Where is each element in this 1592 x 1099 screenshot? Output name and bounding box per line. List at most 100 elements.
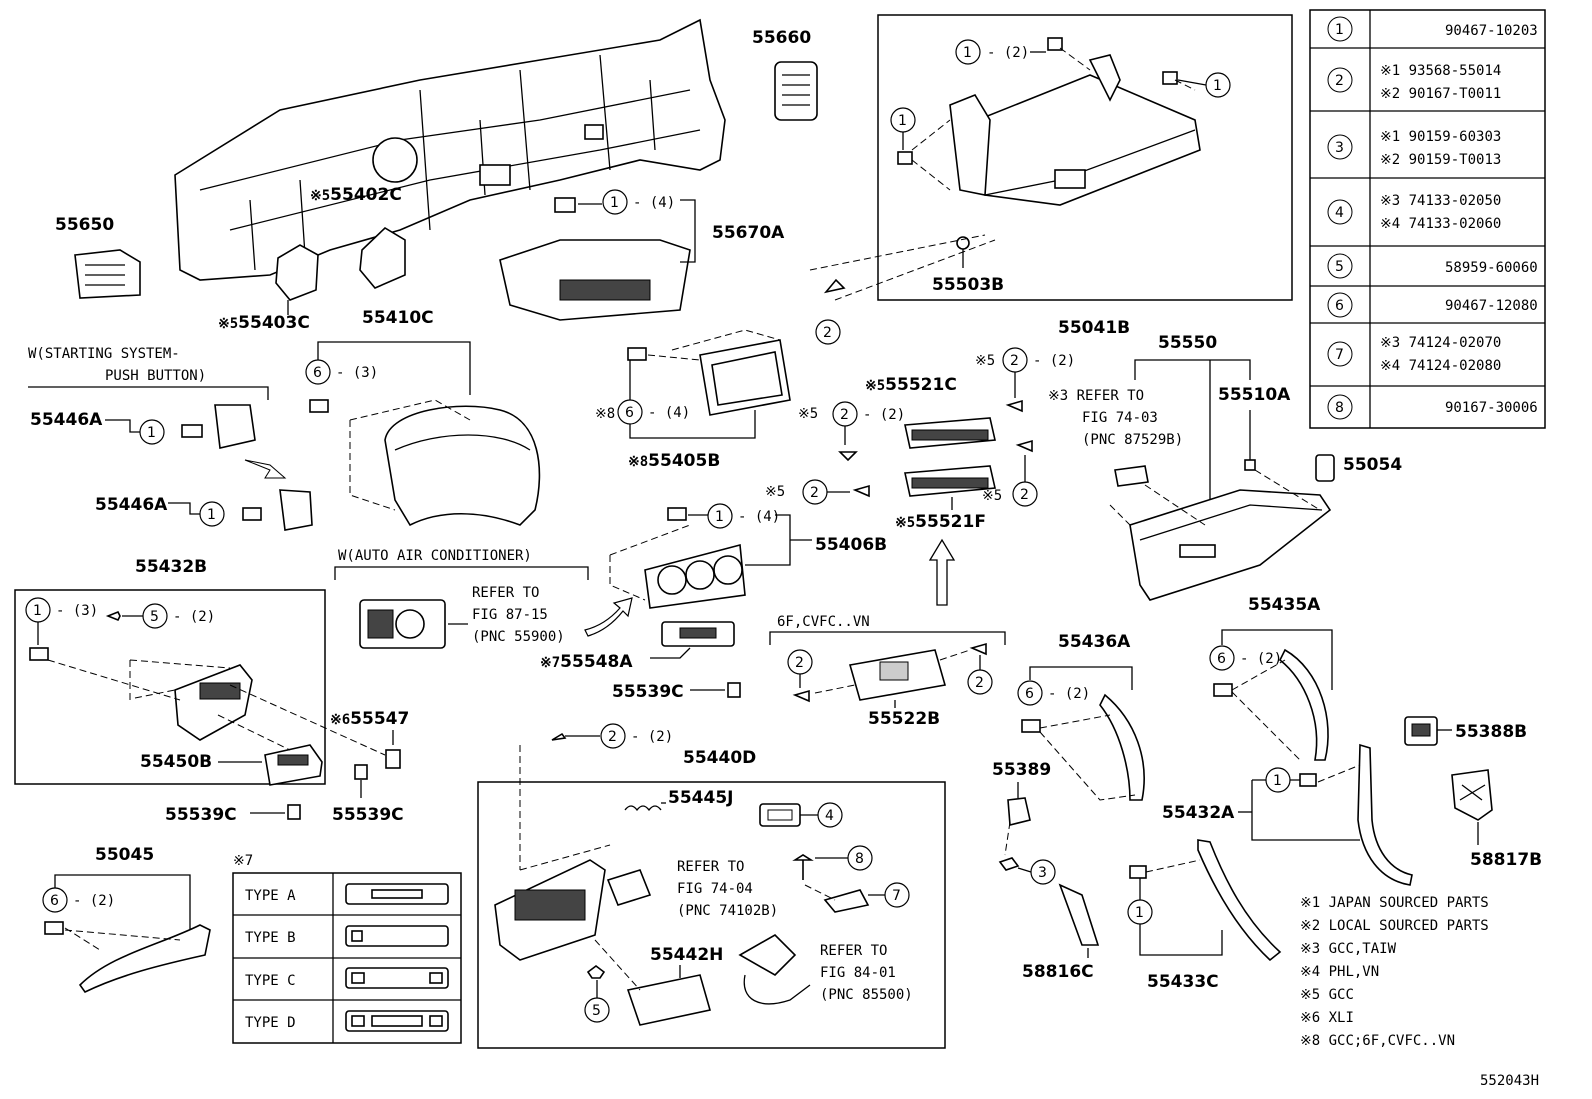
fastener-row-7: 7 ※3 74124-02070※4 74124-02080 <box>1327 335 1501 374</box>
label-55410c: 55410C <box>362 308 434 328</box>
screw-2-glovebox: 2 <box>815 278 846 345</box>
label-55510a: 55510A <box>1218 385 1291 405</box>
label-55550: 55550 <box>1158 333 1217 353</box>
part-55522b-drawing <box>848 649 947 701</box>
note-refer-74-03-pnc: (PNC 87529B) <box>1082 432 1183 448</box>
fastener-row-4: 4 ※3 74133-02050※4 74133-02060 <box>1327 193 1501 232</box>
svg-text:※1 90159-60303: ※1 90159-60303 <box>1380 129 1501 145</box>
label-55388b: 55388B <box>1455 722 1527 742</box>
callout-1-glovebox-c: 1 <box>890 107 916 133</box>
label-55442h: 55442H <box>650 945 723 965</box>
mark-8-callout-6: ※8 <box>595 406 615 422</box>
note-refer-74-03-fig: FIG 74-03 <box>1082 410 1158 426</box>
part-55650-drawing <box>74 249 141 299</box>
callout-2-screw-b: 2 - (2) <box>832 401 905 427</box>
callout-6-55435a: 6 - (2) <box>1209 645 1282 671</box>
svg-text:- (4): - (4) <box>633 195 675 211</box>
svg-text:5: 5 <box>1335 259 1344 275</box>
note-6f-cvfc-vn: 6F,CVFC..VN <box>777 614 870 630</box>
label-55435a: 55435A <box>1248 595 1321 615</box>
fastener-row-5: 5 58959-60060 <box>1327 253 1538 279</box>
note-starting-system-1: W(STARTING SYSTEM- <box>28 346 180 362</box>
callout-1-glovebox-a: 1 - (2) <box>955 39 1029 65</box>
part-55435a-drawing <box>1278 648 1329 761</box>
part-55450b-drawing <box>264 744 323 786</box>
callout-1-55432b: 1 - (3) <box>25 597 98 623</box>
fastener-row-6: 6 90467-12080 <box>1327 292 1538 318</box>
svg-text:※2 90167-T0011: ※2 90167-T0011 <box>1380 86 1501 102</box>
part-55041b-drawing <box>949 54 1201 206</box>
label-55432b: 55432B <box>135 557 207 577</box>
callout-2-screw-a: 2 - (2) <box>1002 347 1075 373</box>
svg-text:- (2): - (2) <box>1048 686 1090 702</box>
svg-text:1: 1 <box>715 509 724 525</box>
svg-text:- (2): - (2) <box>73 893 115 909</box>
legend: ※1 JAPAN SOURCED PARTS ※2 LOCAL SOURCED … <box>1300 895 1489 1049</box>
part-55440d-drawing <box>494 859 606 961</box>
svg-text:1: 1 <box>207 507 216 523</box>
svg-text:1: 1 <box>147 425 156 441</box>
mark-5-screw-c: ※5 <box>765 484 785 500</box>
callout-6-55045: 6 - (2) <box>42 887 115 913</box>
svg-text:- (2): - (2) <box>987 45 1029 61</box>
label-55054: 55054 <box>1343 455 1402 475</box>
label-55660: 55660 <box>752 28 811 48</box>
svg-text:- (2): - (2) <box>1240 651 1282 667</box>
svg-text:1: 1 <box>898 113 907 129</box>
part-55550-drawing <box>1129 489 1332 601</box>
callout-5-55440d: 5 <box>584 997 610 1023</box>
label-55539c-center: 55539C <box>612 682 684 702</box>
part-55045-drawing <box>78 924 211 994</box>
svg-text:6: 6 <box>625 405 634 421</box>
label-55547: ※655547 <box>330 709 409 729</box>
label-55406b: 55406B <box>815 535 887 555</box>
svg-text:1: 1 <box>1135 905 1144 921</box>
part-55900-drawing <box>359 599 446 649</box>
svg-text:58959-60060: 58959-60060 <box>1445 260 1538 276</box>
type-row-c: TYPE C <box>245 973 296 989</box>
label-55521c: ※555521C <box>865 375 957 395</box>
part-55410c-drawing <box>384 405 541 527</box>
arrow-right-icon <box>584 597 633 637</box>
label-55045: 55045 <box>95 845 154 865</box>
svg-text:8: 8 <box>1335 400 1344 416</box>
mark-5-screw-b: ※5 <box>798 406 818 422</box>
label-55440d: 55440D <box>683 748 756 768</box>
legend-1: ※1 JAPAN SOURCED PARTS <box>1300 895 1489 911</box>
legend-5: ※5 GCC <box>1300 987 1354 1003</box>
label-55041b: 55041B <box>1058 318 1130 338</box>
note-refer-87-15-pnc: (PNC 55900) <box>472 629 565 645</box>
svg-text:※4 74124-02080: ※4 74124-02080 <box>1380 358 1501 374</box>
svg-text:7: 7 <box>1335 347 1344 363</box>
note-refer-87-15: REFER TO <box>472 585 539 601</box>
part-55402c-drawing <box>275 226 406 301</box>
svg-text:6: 6 <box>1217 651 1226 667</box>
label-58817b: 58817B <box>1470 850 1542 870</box>
svg-text:90167-30006: 90167-30006 <box>1445 400 1538 416</box>
svg-text:2: 2 <box>975 675 984 691</box>
callout-3-55389: 3 <box>1030 859 1056 885</box>
callout-2-screw-c: 2 <box>802 479 828 505</box>
svg-text:2: 2 <box>608 729 617 745</box>
group-55440d-box <box>477 781 946 1049</box>
svg-text:7: 7 <box>892 888 901 904</box>
label-55446a-lower: 55446A <box>95 495 168 515</box>
label-55389: 55389 <box>992 760 1051 780</box>
svg-text:※3 74133-02050: ※3 74133-02050 <box>1380 193 1501 209</box>
callout-1-55446a-upper: 1 <box>139 419 165 445</box>
part-55432a-drawing <box>1357 743 1413 886</box>
label-55650: 55650 <box>55 215 114 235</box>
callout-6-55436a: 6 - (2) <box>1017 680 1090 706</box>
part-55405b-drawing <box>699 339 791 416</box>
svg-text:- (4): - (4) <box>738 509 780 525</box>
label-55403c: ※555403C <box>218 313 310 333</box>
svg-text:※1 93568-55014: ※1 93568-55014 <box>1380 63 1501 79</box>
dashboard-frame-drawing <box>174 18 726 281</box>
callout-2-screw-d: 2 <box>1012 481 1038 507</box>
callout-4-55440d: 4 <box>817 802 843 828</box>
label-55432a: 55432A <box>1162 803 1235 823</box>
svg-text:2: 2 <box>1335 73 1344 89</box>
label-55521f: ※555521F <box>895 512 986 532</box>
label-55402c: ※555402C <box>310 185 402 205</box>
